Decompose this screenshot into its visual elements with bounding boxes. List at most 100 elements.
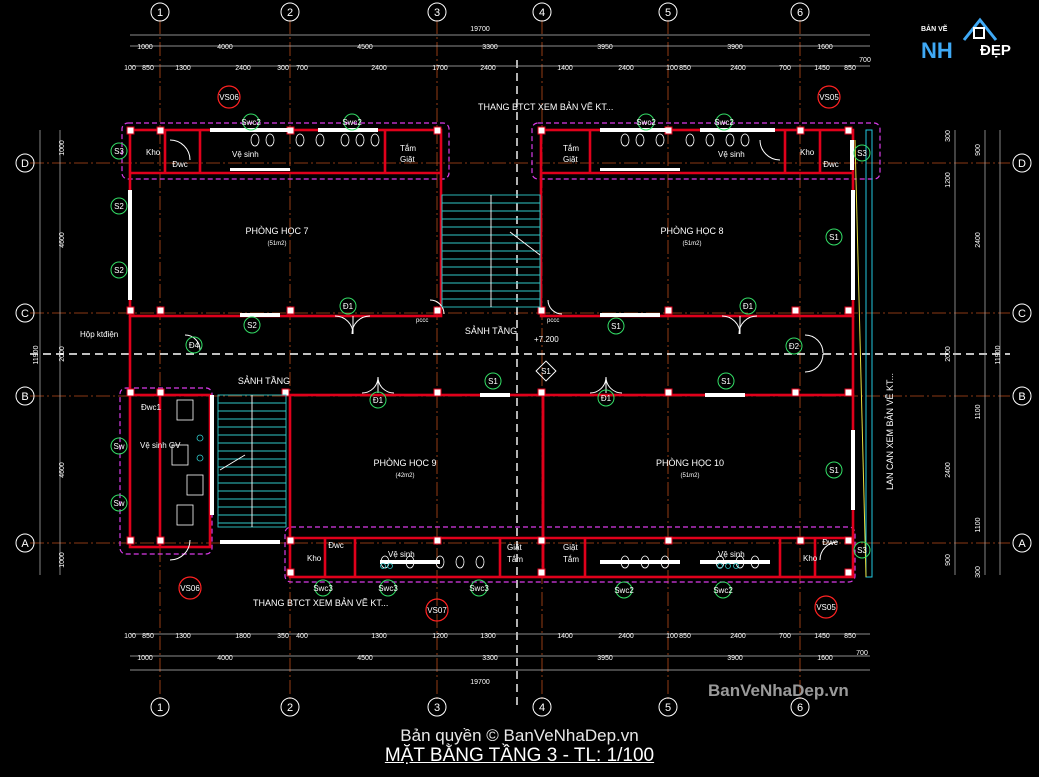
sink-icon [733,563,739,569]
axis-label-col-1: 1 [157,702,163,714]
dim-right-part-2: 1200 [945,172,952,188]
toilet-icon [640,555,650,569]
room-phong-hoc-9: PHÒNG HỌC 9 [373,458,436,468]
label-hop-ktdien: Hộp ktđiện [80,330,118,339]
note-thang-bottom: THANG BTCT XEM BẢN VẼ KT... [253,597,388,608]
label-kho-4: Kho [803,554,818,563]
tag-text-vs06: VS06 [219,93,239,102]
dim-bottom-row2-3: 1800 [235,633,251,640]
room-sanh-tang-center: SẢNH TẦNG [465,325,517,336]
tag-s3: S3 [110,142,128,160]
dim-right-part-7: 1100 [975,517,982,532]
toilet-icon [315,133,325,147]
tag-d1: Đ1 [369,391,387,409]
dim-bottom-row2-11: 100 [666,633,678,640]
dim-top-row2-7: 1700 [432,65,448,72]
label-tam-giat-1b: Giặt [400,155,415,164]
dim-bottom-row2-9: 1400 [557,633,573,640]
tag-s2: S2 [243,316,261,334]
tag-s3: S3 [853,541,871,559]
dim-top-row1-5: 3900 [727,44,743,51]
tag-d1: Đ1 [597,389,615,407]
tag-vs07: VS07 [425,598,449,622]
label-ve-sinh-2: Vệ sinh [718,150,745,159]
label-pccc-1: pccc [416,318,428,324]
toilet-stall-icon [176,504,194,526]
axis-label-col-1: 1 [157,7,163,19]
dim-top-row2-14: 700 [779,65,791,72]
label-giat-3: Giặt [507,543,522,552]
tag-text-sw: Sw [113,442,124,451]
dim-top-row2-6: 2400 [371,65,387,72]
toilet-icon [475,555,485,569]
toilet-icon [265,133,275,147]
toilet-icon [435,555,445,569]
toilet-icon [620,133,630,147]
axis-label-col-4: 4 [539,702,545,714]
column-post [286,306,295,315]
column-post [433,536,442,545]
axis-bubble-row-C: C [15,303,35,323]
sink-icon [380,563,386,569]
dim-right-overall: 11900 [995,345,1002,364]
dim-left-part-0: 1000 [59,140,66,156]
dim-right-part-9: 300 [975,566,982,578]
dim-top-row2-15: 1450 [814,65,830,72]
house-icon [962,17,998,41]
center-dashed-lines [30,60,1010,710]
tag-swc2: Swc2 [614,581,634,599]
axis-label-row-C: C [1018,308,1026,320]
label-ve-sinh-gv: Vệ sinh GV [140,441,181,450]
dim-top-row2-8: 2400 [480,65,496,72]
dim-right-small-0: 700 [859,57,871,64]
label-level: +7.200 [534,335,559,344]
column-post [286,568,295,577]
tag-text-s3: S3 [857,149,867,158]
tag-text-vs06: VS06 [180,584,200,593]
tag-s1-diamond: S1 [535,360,557,382]
axis-label-row-B: B [21,391,28,403]
column-post [844,388,853,397]
tag-text-vs05: VS05 [819,93,839,102]
dim-bottom-row2-6: 1300 [371,633,387,640]
stair-break-line [219,454,246,471]
tag-d4: Đ4 [185,336,203,354]
tag-text-s1-diamond: S1 [541,367,551,376]
tag-text-d1: Đ1 [373,396,384,405]
column-post [126,126,135,135]
axis-label-col-5: 5 [665,702,671,714]
tag-swc3: Swc3 [378,579,398,597]
label-ve-sinh-3: Vệ sinh [388,550,415,559]
label-dwc-3: Đwc [822,538,838,547]
copyright-text: Bản quyền © BanVeNhaDep.vn [400,726,639,745]
tag-s1: S1 [717,372,735,390]
dim-top-row1-2: 4500 [357,44,373,51]
dim-right-part-3: 2400 [975,232,982,248]
label-kho-2: Kho [800,148,815,157]
tag-s2: S2 [110,197,128,215]
column-post [664,536,673,545]
toilet-icon [715,555,725,569]
dim-right-part-0: 300 [945,130,952,142]
column-post [433,126,442,135]
toilet-icon [685,133,695,147]
dim-bottom-row2-0: 100 [124,633,136,640]
dim-left-part-3: 4600 [59,462,66,478]
tag-text-vs07: VS07 [427,606,447,615]
tag-s1: S1 [607,317,625,335]
dim-bottom-row2-7: 1200 [432,633,448,640]
column-post [796,536,805,545]
room-phong-hoc-8-area: (51m2) [682,241,701,247]
dim-top-row2-13: 2400 [730,65,746,72]
tag-text-vs05: VS05 [816,603,836,612]
axis-bubble-col-5: 5 [658,2,678,22]
room-labels: PHÒNG HỌC 7 (51m2) PHÒNG HỌC 8 (51m2) PH… [80,101,895,608]
tag-text-swc2: Swc2 [714,118,734,127]
dim-top-row2-0: 100 [124,65,136,72]
tag-text-d1: Đ1 [601,394,612,403]
axis-bubble-col-6: 6 [790,2,810,22]
axis-bubble-row-B: B [15,386,35,406]
room-phong-hoc-8: PHÒNG HỌC 8 [660,226,723,236]
toilet-icon [725,133,735,147]
